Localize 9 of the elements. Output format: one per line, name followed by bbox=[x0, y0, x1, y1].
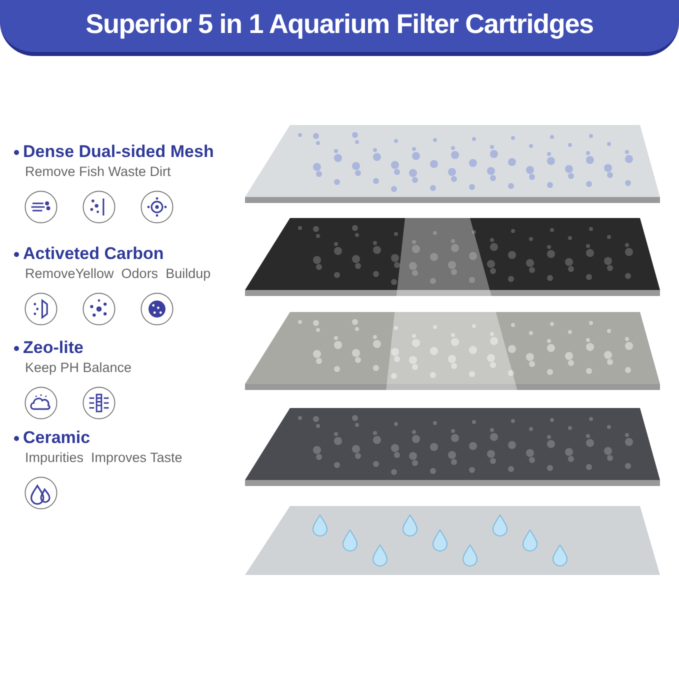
section-heading: Ceramic bbox=[23, 428, 90, 448]
section-description: Remove Fish Waste Dirt bbox=[24, 163, 172, 181]
section-heading: Zeo-lite bbox=[23, 338, 84, 358]
title: Superior 5 in 1 Aquarium Filter Cartridges bbox=[86, 8, 594, 41]
section-description: Impurities Improves Taste bbox=[24, 449, 182, 467]
section-heading: Dense Dual-sided Mesh bbox=[23, 142, 214, 162]
section-description: Keep PH Balance bbox=[24, 359, 132, 377]
section-heading: Activeted Carbon bbox=[23, 244, 164, 264]
section-description: RemoveYellow Odors Buildup bbox=[24, 265, 211, 283]
